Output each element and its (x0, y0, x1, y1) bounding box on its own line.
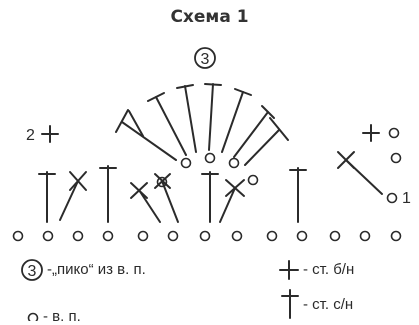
chain-stitch (137, 230, 149, 242)
legend-picot-text: -„пико“ из в. п. (47, 261, 146, 278)
row-label-2: 2 (26, 127, 35, 144)
chain-stitch (228, 157, 240, 169)
chain-stitch (156, 176, 168, 188)
dc-cross (130, 182, 161, 223)
chain-stitch (388, 127, 400, 139)
legend-dc-text: - ст. с/н (303, 296, 354, 313)
dc-cross (154, 173, 179, 223)
chain-stitch (42, 230, 54, 242)
sc-cross (59, 171, 87, 221)
chain-stitch (296, 230, 308, 242)
legend-chain-text: - в. п. (43, 308, 81, 325)
dc-cross (219, 179, 245, 223)
chain-stitch (199, 230, 211, 242)
dc-stitch (99, 165, 117, 223)
chain-stitch (266, 230, 278, 242)
sc-symbol (41, 125, 59, 143)
picot-number: 3 (201, 51, 210, 68)
chain-row-middle (156, 152, 259, 188)
chain-stitch (329, 230, 341, 242)
chain-stitch (72, 230, 84, 242)
diagram-title: Схема 1 (170, 7, 249, 27)
legend-sc-text: - ст. б/н (303, 261, 355, 278)
chain-stitch (386, 192, 398, 204)
chain-stitch (247, 174, 259, 186)
fan-stitches (115, 83, 289, 166)
chain-stitch (359, 230, 371, 242)
legend-picot-symbol (21, 259, 43, 281)
dc-stitch (244, 117, 289, 166)
dc-stitch (289, 167, 307, 223)
dc-stitch (115, 109, 177, 161)
row-label-1: 1 (402, 190, 411, 207)
chain-row (12, 230, 402, 242)
dc-stitch (38, 171, 56, 223)
chain-stitch (390, 152, 402, 164)
chain-column-right (386, 127, 402, 204)
picot-symbol (194, 47, 216, 69)
sc-symbol (362, 124, 380, 142)
chain-stitch (102, 230, 114, 242)
legend-picot-number: 3 (28, 263, 37, 280)
dc-stitch (201, 171, 219, 223)
dc-stitch (233, 105, 275, 158)
legend-chain-symbol (27, 312, 39, 321)
dc-stitch (221, 88, 252, 153)
chain-stitch (180, 157, 192, 169)
legend-sc-symbol (279, 260, 299, 280)
dc-stitch (204, 83, 222, 151)
chain-stitch (204, 152, 216, 164)
dc-stitch (176, 84, 197, 153)
chain-stitch (167, 230, 179, 242)
sc-cross (337, 151, 383, 195)
chain-stitch (390, 230, 402, 242)
chain-stitch (231, 230, 243, 242)
legend-dc-symbol (281, 289, 299, 319)
chain-stitch (12, 230, 24, 242)
dc-stitch (147, 92, 187, 156)
